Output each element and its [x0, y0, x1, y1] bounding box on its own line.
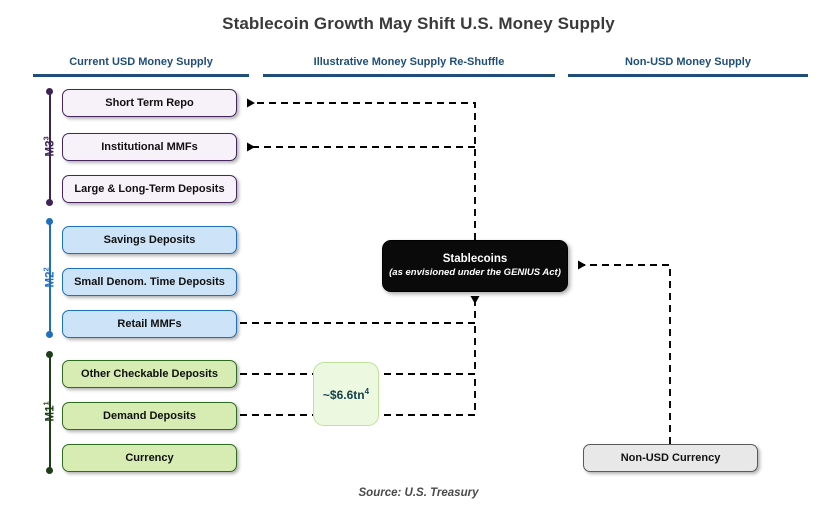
bracket-line-m1	[49, 354, 51, 471]
column-header-current-usd: Current USD Money Supply	[69, 56, 213, 68]
box-retail-mmfs[interactable]: Retail MMFs	[62, 310, 237, 338]
box-currency[interactable]: Currency	[62, 444, 237, 472]
box-demand-deposits[interactable]: Demand Deposits	[62, 402, 237, 430]
box-stablecoins[interactable]: Stablecoins (as envisioned under the GEN…	[382, 240, 568, 292]
bracket-label-m2: M22	[41, 267, 57, 288]
box-label: Large & Long-Term Deposits	[74, 182, 225, 195]
box-short-term-repo[interactable]: Short Term Repo	[62, 89, 237, 117]
edge-non-usd-currency-to-stablecoins	[578, 260, 671, 444]
box-label: Small Denom. Time Deposits	[74, 275, 225, 288]
bracket-dot-m3-top	[46, 88, 54, 95]
box-other-checkable-deposits[interactable]: Other Checkable Deposits	[62, 360, 237, 388]
bracket-label-m1: M11	[41, 401, 57, 422]
bracket-line-m2	[49, 221, 51, 334]
edge-stablecoins-to-short-term-repo	[247, 98, 476, 240]
amount-callout-footnote: 4	[364, 386, 370, 396]
edge-retail-mmfs-to-stablecoins	[240, 296, 480, 324]
column-header-reshuffle: Illustrative Money Supply Re-Shuffle	[313, 56, 505, 68]
bracket-dot-m1-bottom	[46, 467, 54, 474]
stablecoins-title: Stablecoins	[442, 252, 508, 265]
column-rule-3	[568, 74, 808, 77]
box-label: Other Checkable Deposits	[81, 367, 218, 380]
bracket-dot-m3-bottom	[46, 199, 54, 206]
box-savings-deposits[interactable]: Savings Deposits	[62, 226, 237, 254]
page-title: Stablecoin Growth May Shift U.S. Money S…	[222, 14, 615, 33]
box-label: Demand Deposits	[103, 409, 196, 422]
bracket-dot-m1-top	[46, 351, 54, 358]
box-label: Currency	[125, 451, 174, 464]
box-label: Short Term Repo	[105, 96, 194, 109]
bracket-line-m3	[49, 91, 51, 202]
box-label: Institutional MMFs	[101, 140, 198, 153]
box-label: Retail MMFs	[117, 317, 182, 330]
bracket-dot-m2-top	[46, 218, 54, 225]
column-rule-1	[33, 74, 249, 77]
stablecoins-subtitle: (as envisioned under the GENIUS Act)	[389, 267, 561, 279]
box-small-denom-time-deposits[interactable]: Small Denom. Time Deposits	[62, 268, 237, 296]
amount-callout: ~$6.6tn4	[313, 362, 379, 426]
box-institutional-mmfs[interactable]: Institutional MMFs	[62, 133, 237, 161]
source-note: Source: U.S. Treasury	[358, 487, 479, 499]
box-large-long-term-deposits[interactable]: Large & Long-Term Deposits	[62, 175, 237, 203]
box-label: Savings Deposits	[103, 233, 196, 246]
box-non-usd-currency[interactable]: Non-USD Currency	[583, 444, 758, 472]
box-label: Non-USD Currency	[620, 452, 721, 464]
column-rule-2	[263, 74, 555, 77]
bracket-label-m3: M33	[41, 136, 57, 157]
amount-callout-value: ~$6.6tn	[322, 387, 365, 402]
bracket-dot-m2-bottom	[46, 331, 54, 338]
column-header-non-usd: Non-USD Money Supply	[625, 56, 751, 68]
